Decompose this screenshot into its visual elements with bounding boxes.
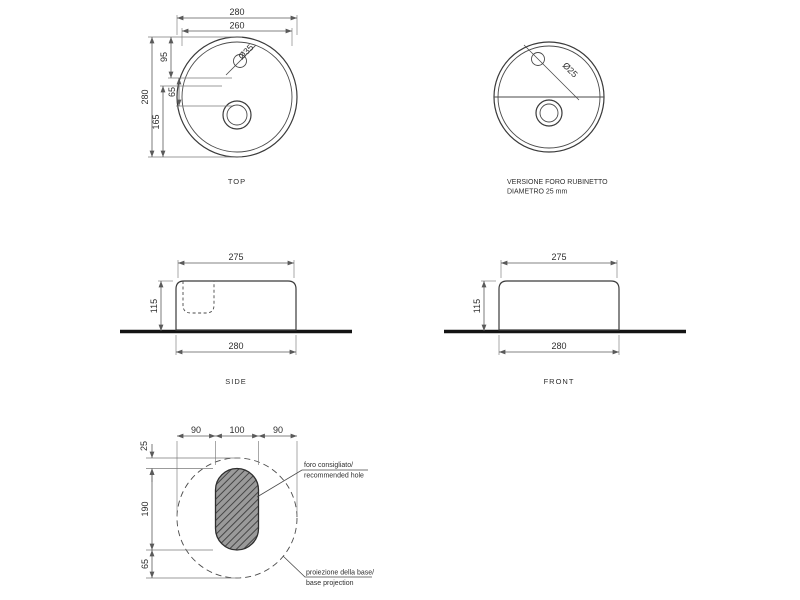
side-body-outline bbox=[175, 280, 297, 331]
dim-label-base-190: 190 bbox=[140, 501, 150, 516]
top-view-caption: TOP bbox=[228, 177, 246, 186]
side-view: 275 115 280 SIDE bbox=[120, 252, 352, 386]
note-hole-line1: foro consigliato/ bbox=[304, 462, 353, 469]
dim-label-side-115: 115 bbox=[149, 299, 159, 313]
dim-label-280-width: 280 bbox=[229, 7, 244, 17]
dim-base-widths: 90 100 90 bbox=[176, 425, 298, 516]
dim-side-115: 115 bbox=[149, 280, 173, 331]
note-base-line1: proiezione della base/ bbox=[306, 570, 374, 577]
variant-tap-leader-line bbox=[523, 44, 580, 101]
variant-drain-outer bbox=[535, 99, 563, 127]
front-body-outline bbox=[498, 280, 620, 331]
dim-front-275: 275 bbox=[500, 252, 618, 278]
note-recommended-hole: foro consigliato/ recommended hole bbox=[256, 462, 368, 498]
dim-label-base-100: 100 bbox=[229, 425, 244, 435]
dim-label-tap-hole-diameter: Ø35 bbox=[236, 42, 255, 61]
dim-label-front-280: 280 bbox=[551, 341, 566, 351]
dim-label-front-275: 275 bbox=[551, 252, 566, 262]
tap-hole-leader-line bbox=[225, 44, 257, 76]
dim-label-base-65: 65 bbox=[140, 559, 150, 569]
dim-label-165: 165 bbox=[151, 114, 161, 129]
side-view-caption: SIDE bbox=[225, 377, 247, 386]
note-base-line2: base projection bbox=[306, 580, 354, 587]
dim-top-65: 65 bbox=[167, 78, 232, 107]
tap-variant-view: Ø25 VERSIONE FORO RUBINETTO DIAMETRO 25 … bbox=[493, 41, 608, 196]
dim-label-base-90-left: 90 bbox=[191, 425, 201, 435]
dim-label-280-height: 280 bbox=[140, 89, 150, 104]
dim-top-165: 165 bbox=[151, 85, 222, 157]
dim-label-65: 65 bbox=[167, 87, 177, 97]
side-hidden-cavity-line bbox=[182, 281, 215, 314]
dim-side-280: 280 bbox=[175, 335, 297, 355]
front-view-caption: FRONT bbox=[544, 377, 575, 386]
top-view: 280 260 280 165 95 bbox=[140, 7, 298, 186]
tap-hole-circle bbox=[233, 54, 247, 68]
base-projection-view: 90 100 90 25 190 65 foro consigliato/ re… bbox=[139, 425, 374, 587]
basin-inner-rim bbox=[181, 41, 293, 153]
dim-label-95: 95 bbox=[159, 52, 169, 62]
recommended-hole-shape bbox=[214, 467, 260, 551]
dim-top-95: 95 bbox=[159, 37, 232, 79]
dim-front-280: 280 bbox=[498, 335, 620, 355]
note-base-projection: proiezione della base/ base projection bbox=[282, 555, 374, 587]
drain-inner-circle bbox=[226, 104, 248, 126]
dim-base-heights: 25 190 65 bbox=[139, 441, 240, 579]
dim-label-base-90-right: 90 bbox=[273, 425, 283, 435]
dim-top-width-280: 280 bbox=[176, 7, 298, 35]
dim-label-260: 260 bbox=[229, 21, 244, 31]
variant-drain-inner bbox=[539, 103, 559, 123]
dim-top-height-280: 280 bbox=[140, 36, 242, 158]
drain-outer-circle bbox=[222, 100, 252, 130]
dim-label-front-115: 115 bbox=[472, 299, 482, 313]
variant-tap-hole-circle bbox=[531, 52, 545, 66]
dim-label-side-275: 275 bbox=[228, 252, 243, 262]
variant-caption-line1: VERSIONE FORO RUBINETTO bbox=[507, 179, 608, 186]
variant-caption-line2: DIAMETRO 25 mm bbox=[507, 189, 567, 196]
front-view: 275 115 280 FRONT bbox=[444, 252, 686, 386]
dim-side-275: 275 bbox=[177, 252, 295, 278]
dim-label-base-25: 25 bbox=[139, 441, 149, 451]
note-hole-line2: recommended hole bbox=[304, 473, 364, 480]
dim-label-variant-hole: Ø25 bbox=[561, 60, 580, 79]
dim-label-side-280: 280 bbox=[228, 341, 243, 351]
dim-front-115: 115 bbox=[472, 280, 496, 331]
